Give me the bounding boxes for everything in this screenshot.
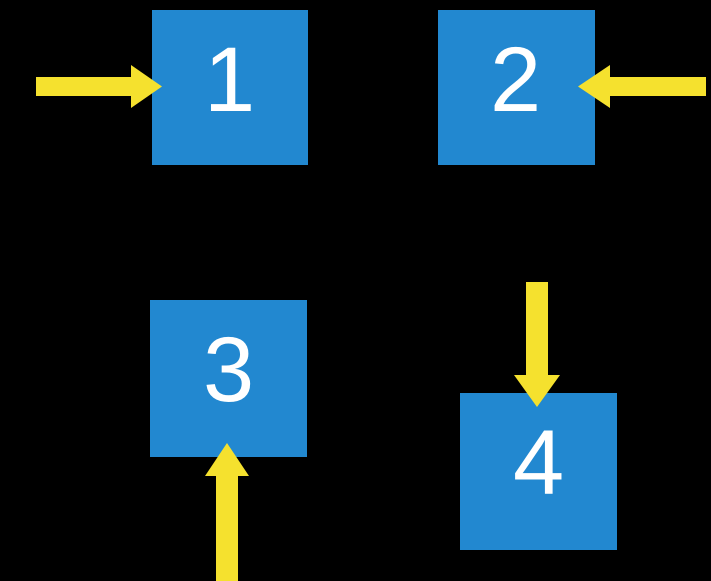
node-box-3[interactable] [150,300,307,457]
node-label-1: 1 [204,29,256,131]
node-label-3: 3 [203,319,255,421]
arrow-into-box-4-icon [514,282,560,407]
node-label-2: 2 [490,29,542,131]
node-box-2[interactable] [438,10,595,165]
node-label-4: 4 [513,412,565,514]
node-box-1[interactable] [152,10,308,165]
node-box-4[interactable] [460,393,617,550]
arrow-into-box-1-icon [36,65,162,108]
arrow-into-box-3-icon [205,443,249,581]
arrow-into-box-2-icon [578,65,706,108]
